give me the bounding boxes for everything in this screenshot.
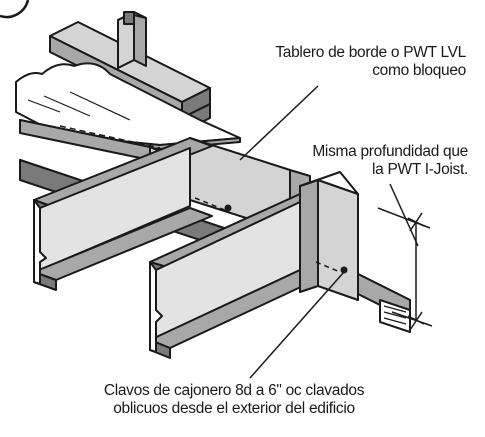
i-joist-right — [149, 193, 321, 359]
leader-rim-board — [239, 85, 319, 161]
leader-nails — [249, 271, 345, 379]
callout-same-depth: Misma profundidad que la PWT I-Joist. — [312, 143, 468, 178]
rim-board-front — [299, 171, 359, 301]
back-joist — [19, 119, 191, 166]
i-joist-left — [33, 137, 232, 291]
callout-nailing: Clavos de cajonero 8d a 6" oc clavados o… — [103, 382, 365, 417]
leader-depth — [389, 183, 419, 247]
leader-lines — [239, 85, 419, 379]
callout-rim-board: Tablero de borde o PWT LVL como bloqueo — [275, 44, 466, 79]
detail-badge — [0, 0, 30, 19]
depth-dimension — [377, 207, 433, 331]
